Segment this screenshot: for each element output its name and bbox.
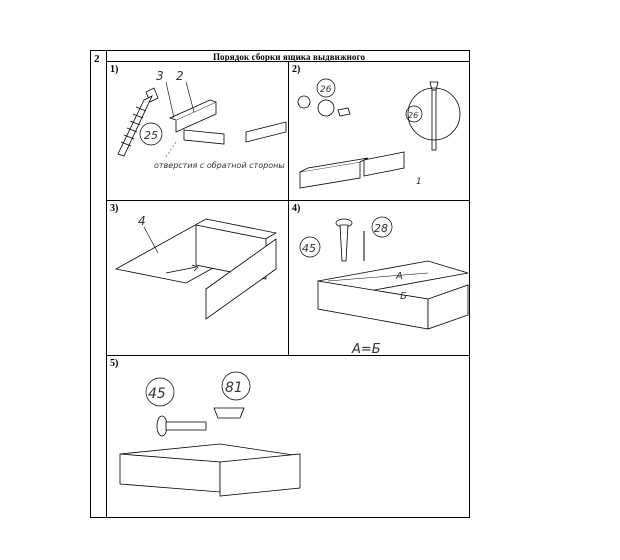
panel-1-illustration: 3 2 25 отверстия с обратной стороны	[117, 69, 287, 170]
panel-divider-top	[288, 61, 289, 355]
callout-1: 1	[416, 177, 422, 187]
panel-1-label: 1)	[110, 64, 119, 75]
screw-icon	[156, 415, 207, 437]
assembly-table	[90, 50, 470, 518]
panel-2-illustration: 26 26 1	[297, 78, 461, 189]
diagonal-equality: А=Б	[351, 342, 381, 357]
callout-45: 45	[302, 242, 316, 255]
panel-4-illustration: 45 28 А Б А=Б	[299, 216, 469, 357]
panel-5-illustration: 45 81	[119, 371, 301, 497]
step-number: 2	[94, 53, 100, 65]
holes-note: отверстия с обратной стороны	[154, 161, 285, 170]
row-divider-2	[106, 355, 470, 356]
diagonal-b: Б	[400, 291, 407, 302]
panel-3-illustration: 4	[114, 214, 278, 320]
drawer-box	[119, 443, 301, 497]
eccentric-fitting-icon	[297, 95, 351, 117]
table-title: Порядок сборки ящика выдвижного	[212, 52, 366, 62]
drawer-box	[317, 260, 469, 330]
cam-bolt-icon	[407, 81, 461, 151]
drawer-bottom-panel	[114, 218, 278, 320]
callout-26a: 26	[320, 85, 332, 95]
callout-28: 28	[374, 222, 388, 235]
callout-3: 3	[156, 69, 164, 83]
number-column-divider	[106, 50, 107, 518]
confirmat-screw-icon	[117, 87, 159, 157]
handle-bracket-icon	[213, 407, 245, 419]
panel-4-label: 4)	[292, 203, 301, 214]
panel-3-label: 3)	[110, 203, 119, 214]
screw-icon	[335, 218, 353, 262]
insert-arrow-icon	[165, 264, 199, 274]
panel-2-label: 2)	[292, 64, 301, 75]
callout-2: 2	[176, 69, 184, 83]
panel-5-label: 5)	[110, 358, 119, 369]
callout-81: 81	[225, 380, 243, 396]
row-divider-1	[106, 200, 470, 201]
callout-25: 25	[144, 129, 158, 142]
callout-26b: 26	[408, 111, 418, 120]
callout-4: 4	[138, 214, 146, 228]
callout-45: 45	[148, 386, 166, 402]
diagonal-a: А	[395, 271, 403, 282]
